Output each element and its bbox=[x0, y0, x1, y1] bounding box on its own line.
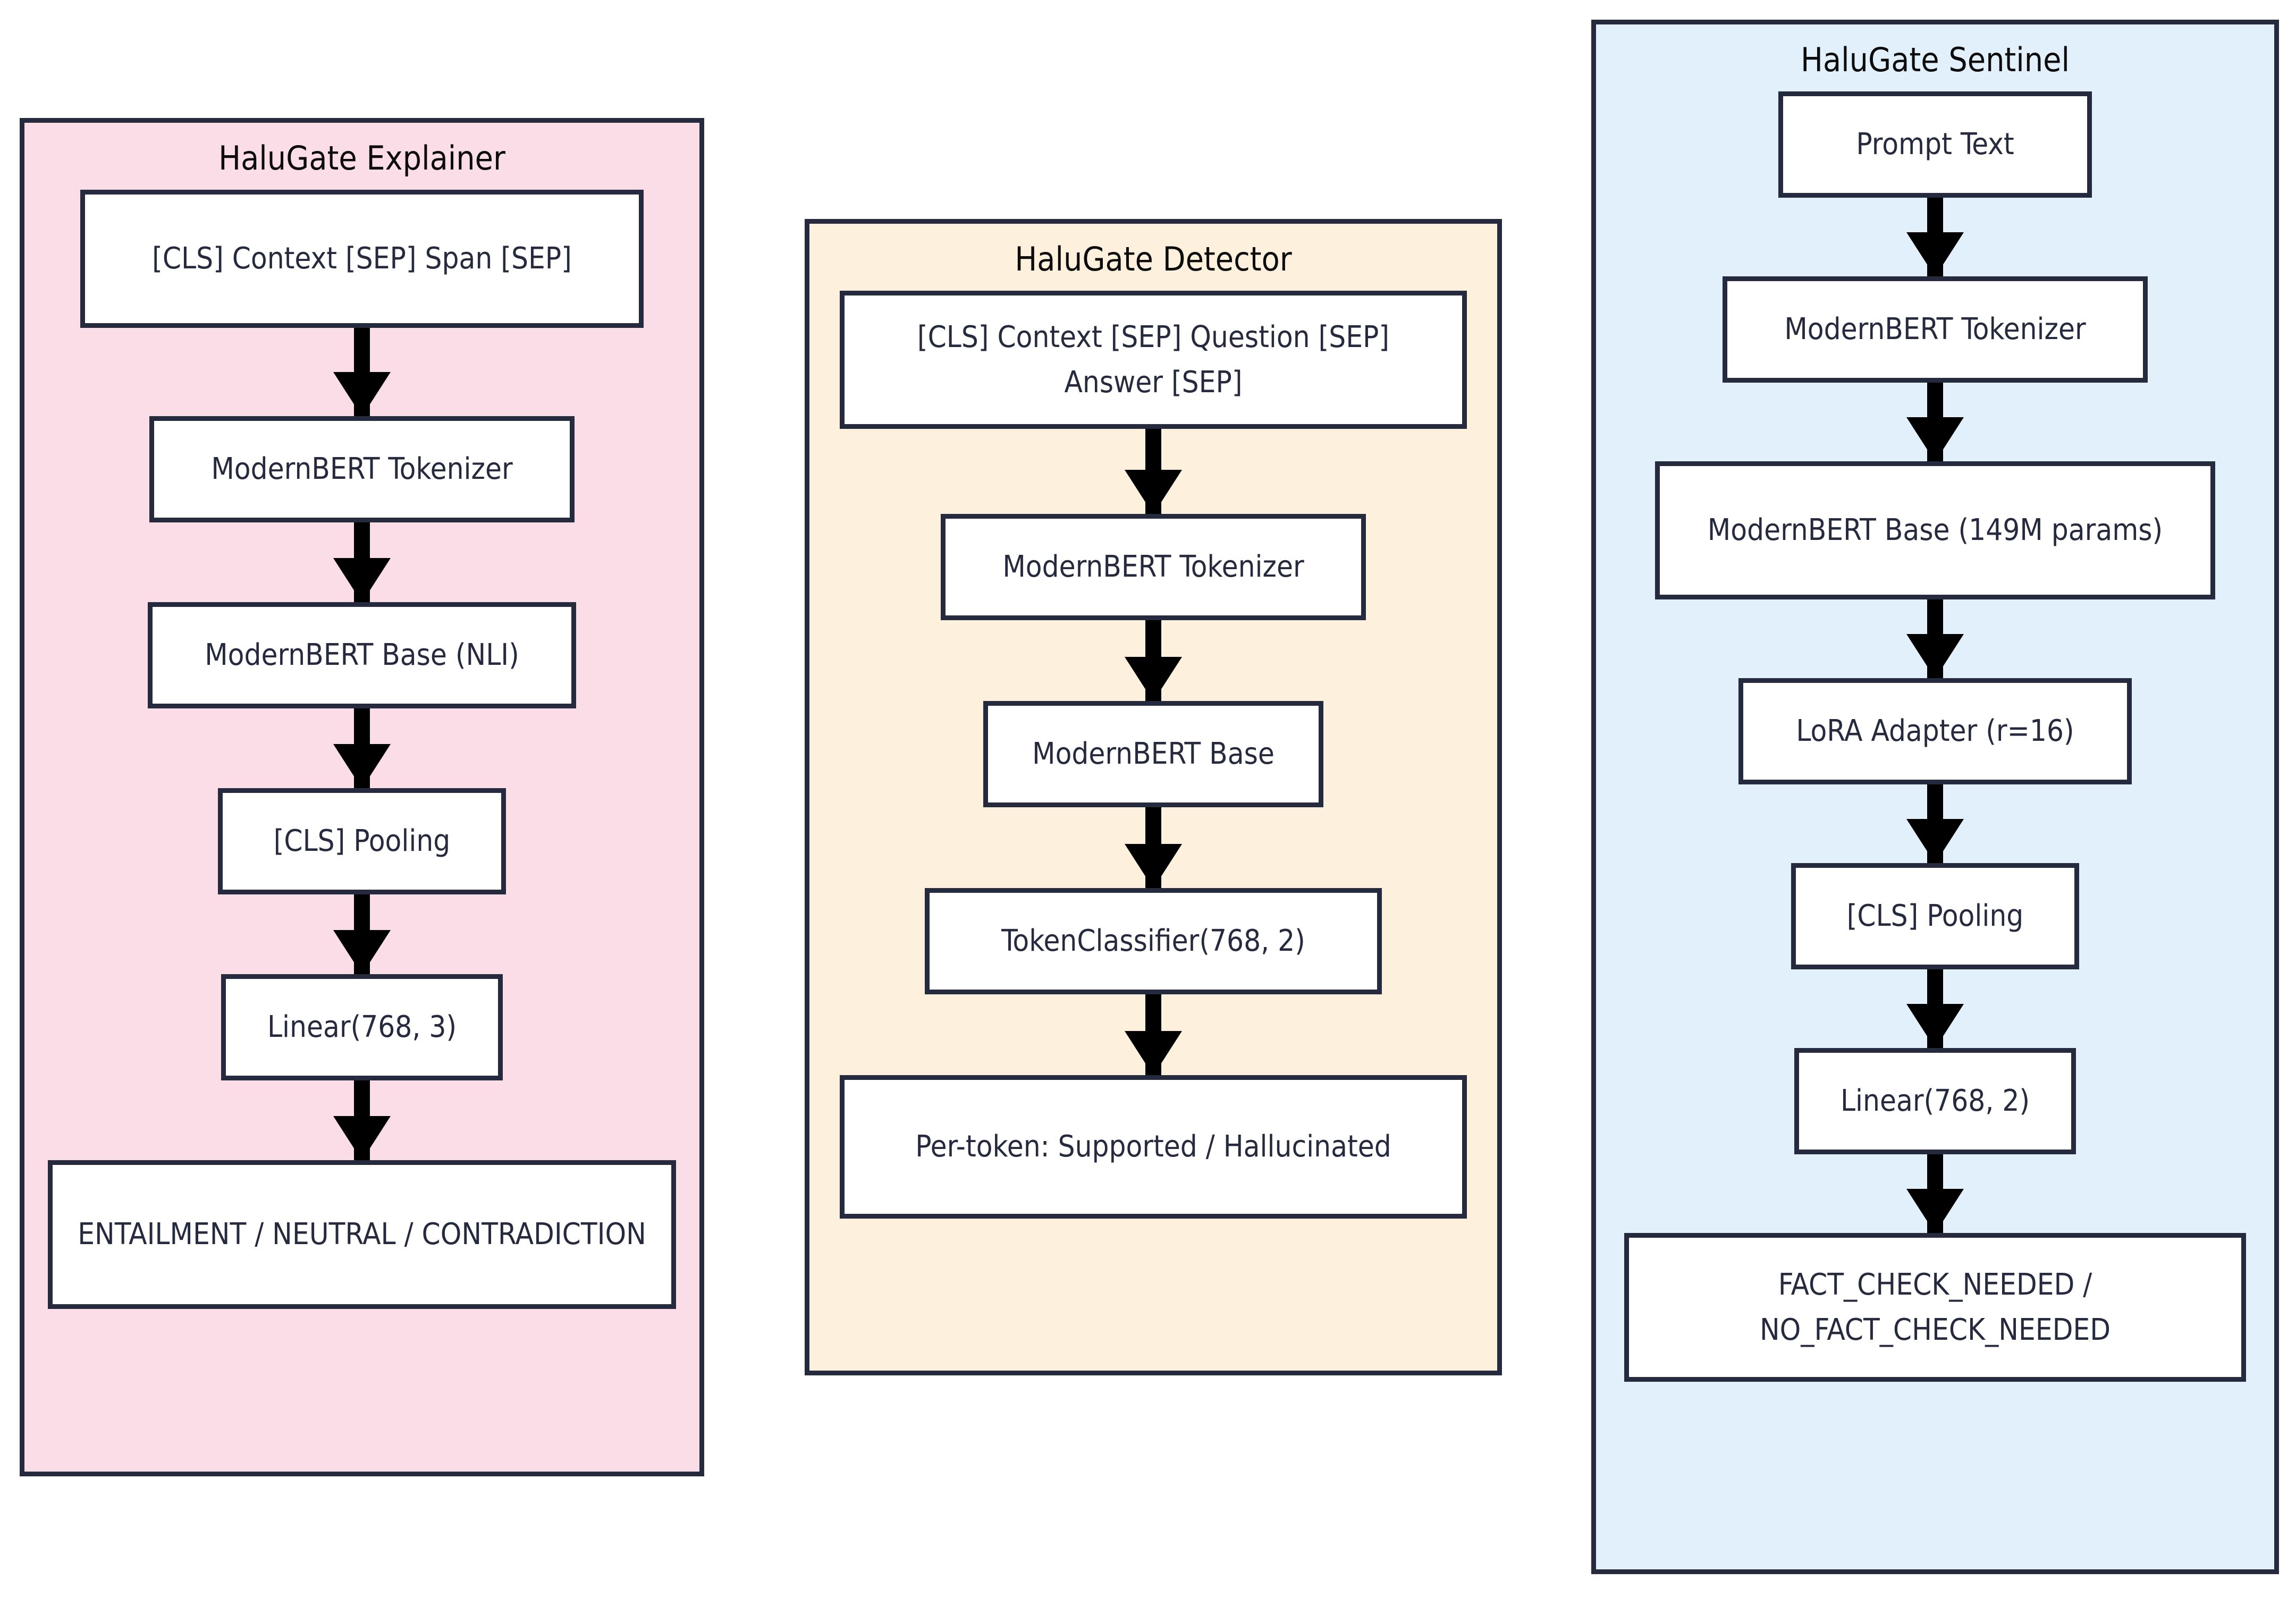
arrow-exp-tokenizer-to-base bbox=[354, 522, 370, 602]
node-exp-tokenizer[interactable]: ModernBERT Tokenizer bbox=[149, 416, 584, 531]
node-det-classifier[interactable]: TokenClassifier(768, 2) bbox=[925, 888, 1391, 1003]
node-exp-base[interactable]: ModernBERT Base (NLI) bbox=[148, 602, 585, 717]
arrow-exp-base-to-pooling bbox=[354, 708, 370, 788]
node-label: Per-token: Supported / Hallucinated bbox=[915, 1129, 1391, 1164]
cluster-halugate-sentinel: HaluGate Sentinel Prompt Text ModernBERT… bbox=[1591, 20, 2286, 1581]
node-label: ENTAILMENT / NEUTRAL / CONTRADICTION bbox=[78, 1217, 646, 1252]
node-exp-output[interactable]: ENTAILMENT / NEUTRAL / CONTRADICTION bbox=[48, 1160, 685, 1318]
node-sen-input[interactable]: Prompt Text bbox=[1778, 91, 2101, 207]
node-label: FACT_CHECK_NEEDED / NO_FACT_CHECK_NEEDED bbox=[1759, 1267, 2111, 1347]
node-sen-base[interactable]: ModernBERT Base (149M params) bbox=[1655, 461, 2224, 609]
arrow-sen-lora-to-pooling bbox=[1927, 784, 1943, 863]
node-label: [CLS] Context [SEP] Question [SEP] Answe… bbox=[917, 319, 1390, 400]
arrow-det-input-to-tokenizer bbox=[1145, 429, 1161, 514]
node-label: TokenClassifier(768, 2) bbox=[1001, 924, 1305, 959]
flow-explainer: [CLS] Context [SEP] Span [SEP] ModernBER… bbox=[24, 190, 699, 1472]
arrow-sen-input-to-tokenizer bbox=[1927, 198, 1943, 276]
arrow-sen-pooling-to-linear bbox=[1927, 969, 1943, 1048]
node-label: ModernBERT Tokenizer bbox=[211, 452, 513, 487]
node-label: ModernBERT Tokenizer bbox=[1784, 312, 2086, 347]
arrow-exp-input-to-tokenizer bbox=[354, 328, 370, 416]
arrow-exp-pooling-to-linear bbox=[354, 894, 370, 974]
node-sen-pooling[interactable]: [CLS] Pooling bbox=[1791, 863, 2088, 978]
node-label: ModernBERT Base (NLI) bbox=[205, 638, 519, 673]
node-det-output[interactable]: Per-token: Supported / Hallucinated bbox=[840, 1075, 1476, 1228]
arrow-sen-base-to-lora bbox=[1927, 599, 1943, 678]
node-sen-linear[interactable]: Linear(768, 2) bbox=[1794, 1048, 2085, 1163]
node-exp-pooling[interactable]: [CLS] Pooling bbox=[218, 788, 515, 903]
node-det-base[interactable]: ModernBERT Base bbox=[983, 701, 1332, 816]
arrow-sen-linear-to-output bbox=[1927, 1154, 1943, 1233]
cluster-title-explainer: HaluGate Explainer bbox=[218, 139, 505, 178]
node-sen-output[interactable]: FACT_CHECK_NEEDED / NO_FACT_CHECK_NEEDED bbox=[1624, 1233, 2255, 1391]
node-label: Prompt Text bbox=[1856, 127, 2014, 162]
cluster-halugate-detector: HaluGate Detector [CLS] Context [SEP] Qu… bbox=[805, 219, 1509, 1382]
node-label: Linear(768, 2) bbox=[1840, 1084, 2030, 1119]
node-label: [CLS] Pooling bbox=[273, 824, 451, 859]
cluster-halugate-explainer: HaluGate Explainer [CLS] Context [SEP] S… bbox=[20, 118, 711, 1483]
arrow-det-base-to-classifier bbox=[1145, 807, 1161, 888]
node-label: ModernBERT Tokenizer bbox=[1002, 550, 1304, 585]
flow-sentinel: Prompt Text ModernBERT Tokenizer ModernB… bbox=[1596, 91, 2274, 1569]
node-exp-input[interactable]: [CLS] Context [SEP] Span [SEP] bbox=[80, 190, 653, 337]
node-label: [CLS] Context [SEP] Span [SEP] bbox=[152, 241, 572, 276]
flow-detector: [CLS] Context [SEP] Question [SEP] Answe… bbox=[809, 291, 1497, 1371]
arrow-det-classifier-to-output bbox=[1145, 994, 1161, 1075]
node-det-input[interactable]: [CLS] Context [SEP] Question [SEP] Answe… bbox=[840, 291, 1476, 438]
node-label: ModernBERT Base (149M params) bbox=[1707, 513, 2163, 548]
node-label: ModernBERT Base bbox=[1032, 737, 1274, 772]
node-label: Linear(768, 3) bbox=[267, 1010, 457, 1045]
arrow-exp-linear-to-output bbox=[354, 1080, 370, 1160]
node-det-tokenizer[interactable]: ModernBERT Tokenizer bbox=[941, 514, 1375, 629]
node-sen-tokenizer[interactable]: ModernBERT Tokenizer bbox=[1723, 276, 2157, 392]
node-sen-lora[interactable]: LoRA Adapter (r=16) bbox=[1738, 678, 2141, 793]
node-label: [CLS] Pooling bbox=[1846, 899, 2024, 934]
arrow-sen-tokenizer-to-base bbox=[1927, 383, 1943, 461]
arrow-det-tokenizer-to-base bbox=[1145, 620, 1161, 701]
cluster-title-sentinel: HaluGate Sentinel bbox=[1801, 40, 2070, 79]
node-label: LoRA Adapter (r=16) bbox=[1796, 714, 2074, 749]
cluster-title-detector: HaluGate Detector bbox=[1015, 240, 1292, 278]
node-exp-linear[interactable]: Linear(768, 3) bbox=[221, 974, 512, 1089]
